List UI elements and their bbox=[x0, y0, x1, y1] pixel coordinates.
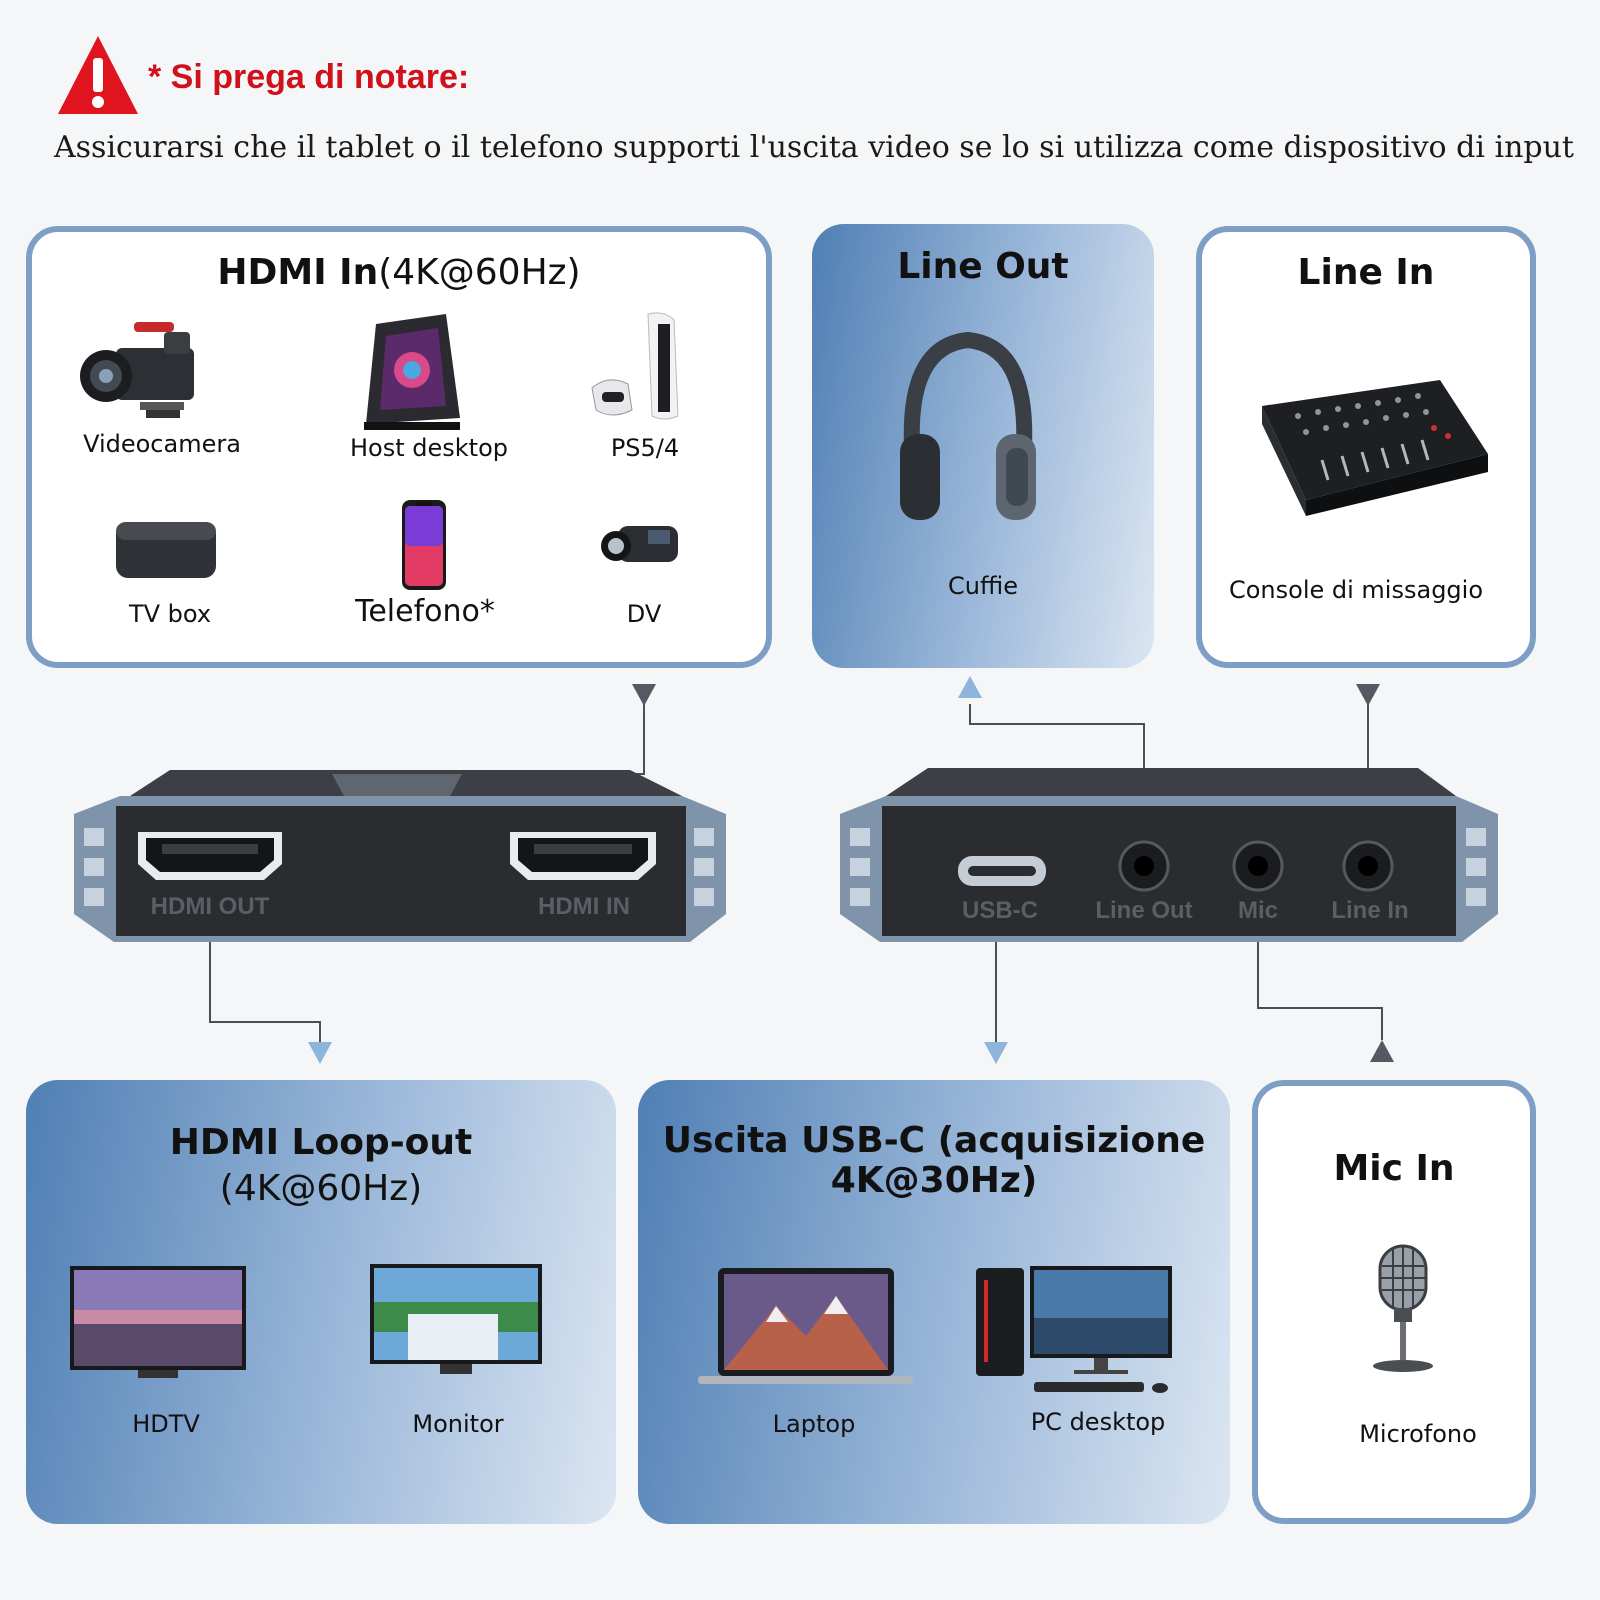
line-in-panel: Line In Console di missaggio bbox=[1196, 226, 1536, 668]
device-label-hdtv: HDTV bbox=[132, 1410, 200, 1438]
arrow-down-icon bbox=[632, 684, 656, 706]
device-label-monitor: Monitor bbox=[412, 1410, 504, 1438]
line-in-jack bbox=[1342, 840, 1394, 892]
line-out-title: Line Out bbox=[897, 246, 1069, 287]
notice-text: Assicurarsi che il tablet o il telefono … bbox=[54, 130, 1574, 165]
notice-title: * Si prega di notare: bbox=[148, 58, 470, 96]
laptop-icon bbox=[698, 1268, 914, 1384]
smartphone-icon bbox=[402, 500, 446, 590]
cinema-camera-icon bbox=[80, 322, 194, 418]
line-in-title: Line In bbox=[1297, 252, 1435, 293]
usb-c-port bbox=[958, 856, 1046, 886]
line-out-jack bbox=[1118, 840, 1170, 892]
monitor-icon bbox=[370, 1264, 542, 1374]
device-label-console: Console di missaggio bbox=[1228, 576, 1484, 604]
port-label-mic: Mic bbox=[1238, 897, 1278, 924]
device-label-videocamera: Videocamera bbox=[83, 430, 241, 458]
port-label-hdmi-out: HDMI OUT bbox=[151, 893, 270, 920]
device-label-microfono: Microfono bbox=[1359, 1420, 1477, 1448]
arrow-down-icon bbox=[308, 1042, 332, 1064]
mixer-icon bbox=[1262, 380, 1488, 516]
device-label-tv-box: TV box bbox=[128, 600, 212, 628]
arrow-down-icon bbox=[1356, 684, 1380, 706]
hdmi-loop-spec: (4K@60Hz) bbox=[219, 1168, 423, 1209]
desktop-pc-icon bbox=[976, 1266, 1172, 1393]
device-label-telefono: Telefono* bbox=[355, 594, 495, 629]
device-label-pc-desktop: PC desktop bbox=[1030, 1408, 1166, 1436]
arrow-up-icon bbox=[958, 676, 982, 698]
device-label-dv: DV bbox=[626, 600, 662, 628]
usbc-out-title-line2: 4K@30Hz) bbox=[830, 1160, 1038, 1201]
device-label-ps5: PS5/4 bbox=[610, 434, 680, 462]
device-label-laptop: Laptop bbox=[772, 1410, 856, 1438]
port-label-line-in: Line In bbox=[1331, 897, 1408, 924]
arrow-up-icon bbox=[1370, 1040, 1394, 1062]
mic-in-panel: Mic In Microfono bbox=[1252, 1080, 1536, 1524]
port-label-line-out: Line Out bbox=[1095, 897, 1192, 924]
headphones-icon bbox=[900, 331, 1036, 520]
camcorder-icon bbox=[601, 526, 678, 562]
mic-jack bbox=[1232, 840, 1284, 892]
line-out-panel: Line Out Cuffie bbox=[812, 224, 1154, 668]
usbc-out-panel: Uscita USB-C (acquisizione 4K@30Hz) Lapt… bbox=[638, 1080, 1230, 1524]
capture-device-left: HDMI OUT HDMI IN bbox=[74, 770, 726, 942]
port-label-usb-c: USB-C bbox=[962, 897, 1038, 924]
hdmi-in-title: HDMI In(4K@60Hz) bbox=[217, 252, 581, 293]
device-label-cuffie: Cuffie bbox=[948, 572, 1018, 600]
capture-device-right: USB-C Line Out Mic Line In bbox=[840, 768, 1498, 942]
microphone-icon bbox=[1373, 1244, 1433, 1372]
game-console-icon bbox=[591, 312, 679, 420]
hdmi-loop-panel: HDMI Loop-out (4K@60Hz) HDTV Monitor bbox=[26, 1080, 616, 1524]
arrow-down-icon bbox=[984, 1042, 1008, 1064]
hdmi-in-port bbox=[510, 832, 656, 880]
tv-box-icon bbox=[116, 522, 216, 578]
usbc-out-title-line1: Uscita USB-C (acquisizione bbox=[662, 1120, 1206, 1161]
gaming-pc-icon bbox=[364, 314, 460, 430]
device-label-host-desktop: Host desktop bbox=[349, 434, 509, 462]
port-label-hdmi-in: HDMI IN bbox=[538, 893, 630, 920]
mic-in-title: Mic In bbox=[1333, 1148, 1455, 1189]
hdmi-loop-title: HDMI Loop-out bbox=[169, 1122, 473, 1163]
hdmi-in-panel: HDMI In(4K@60Hz) Videocamera Host deskto… bbox=[26, 226, 772, 668]
hdmi-out-port bbox=[138, 832, 282, 880]
warning-icon bbox=[58, 36, 138, 114]
tv-icon bbox=[70, 1266, 246, 1378]
